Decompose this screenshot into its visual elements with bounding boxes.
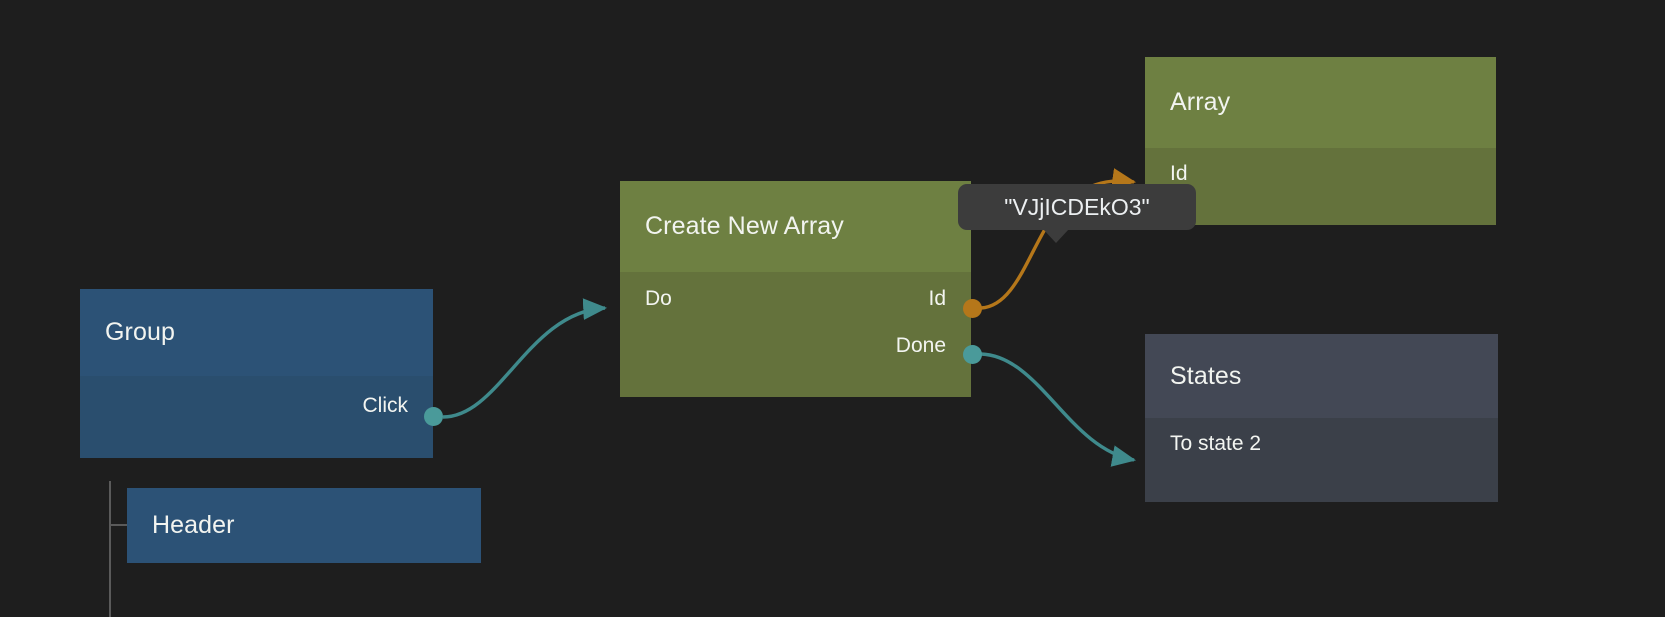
port-create-new-array-do-label: Do [645, 287, 672, 310]
node-create-new-array[interactable]: Create New Array Do Id Done [620, 181, 982, 397]
value-tooltip-text: "VJjICDEkO3" [1004, 193, 1150, 220]
port-create-new-array-do[interactable]: Do [645, 287, 672, 311]
node-array-title: Array [1170, 88, 1231, 116]
tree-connector-vertical [109, 481, 111, 617]
tree-connector-branch [109, 524, 128, 526]
port-create-new-array-id[interactable]: Id [928, 287, 946, 311]
edge-group-click-to-create-do [442, 298, 608, 419]
node-header-element-header: Header [127, 488, 481, 563]
node-states-header: States [1145, 334, 1498, 418]
port-dot-group-click[interactable] [424, 407, 443, 426]
port-array-id[interactable]: Id [1170, 162, 1188, 186]
port-create-new-array-done-label: Done [895, 334, 946, 357]
port-states-to-state-2-label: To state 2 [1170, 432, 1262, 455]
port-array-id-label: Id [1170, 162, 1188, 185]
node-create-new-array-body: Do Id Done [620, 272, 971, 397]
port-dot-create-new-array-done[interactable] [963, 345, 982, 364]
port-create-new-array-id-label: Id [928, 287, 946, 310]
node-header-element[interactable]: Header [127, 488, 481, 563]
node-group-header: Group [80, 289, 433, 376]
node-group-body: Click [80, 376, 433, 458]
node-create-new-array-title: Create New Array [645, 212, 844, 240]
value-tooltip-caret [1043, 229, 1069, 243]
node-group-title: Group [105, 318, 175, 346]
edge-create-done-to-states [980, 352, 1137, 467]
node-states-title: States [1170, 361, 1242, 390]
port-dot-create-new-array-id[interactable] [963, 299, 982, 318]
node-states-body: To state 2 [1145, 418, 1498, 502]
node-group[interactable]: Group Click [80, 289, 443, 458]
node-create-new-array-header: Create New Array [620, 181, 971, 272]
port-states-to-state-2[interactable]: To state 2 [1170, 432, 1261, 456]
port-group-click-label: Click [362, 394, 409, 417]
port-create-new-array-done[interactable]: Done [896, 334, 946, 358]
node-array-body: Id [1145, 148, 1496, 225]
node-array[interactable]: Array Id [1145, 57, 1496, 225]
node-header-element-title: Header [152, 511, 235, 539]
node-array-header: Array [1145, 57, 1496, 148]
node-states[interactable]: States To state 2 [1145, 334, 1498, 502]
value-tooltip: "VJjICDEkO3" [958, 184, 1196, 230]
port-group-click[interactable]: Click [363, 394, 409, 418]
